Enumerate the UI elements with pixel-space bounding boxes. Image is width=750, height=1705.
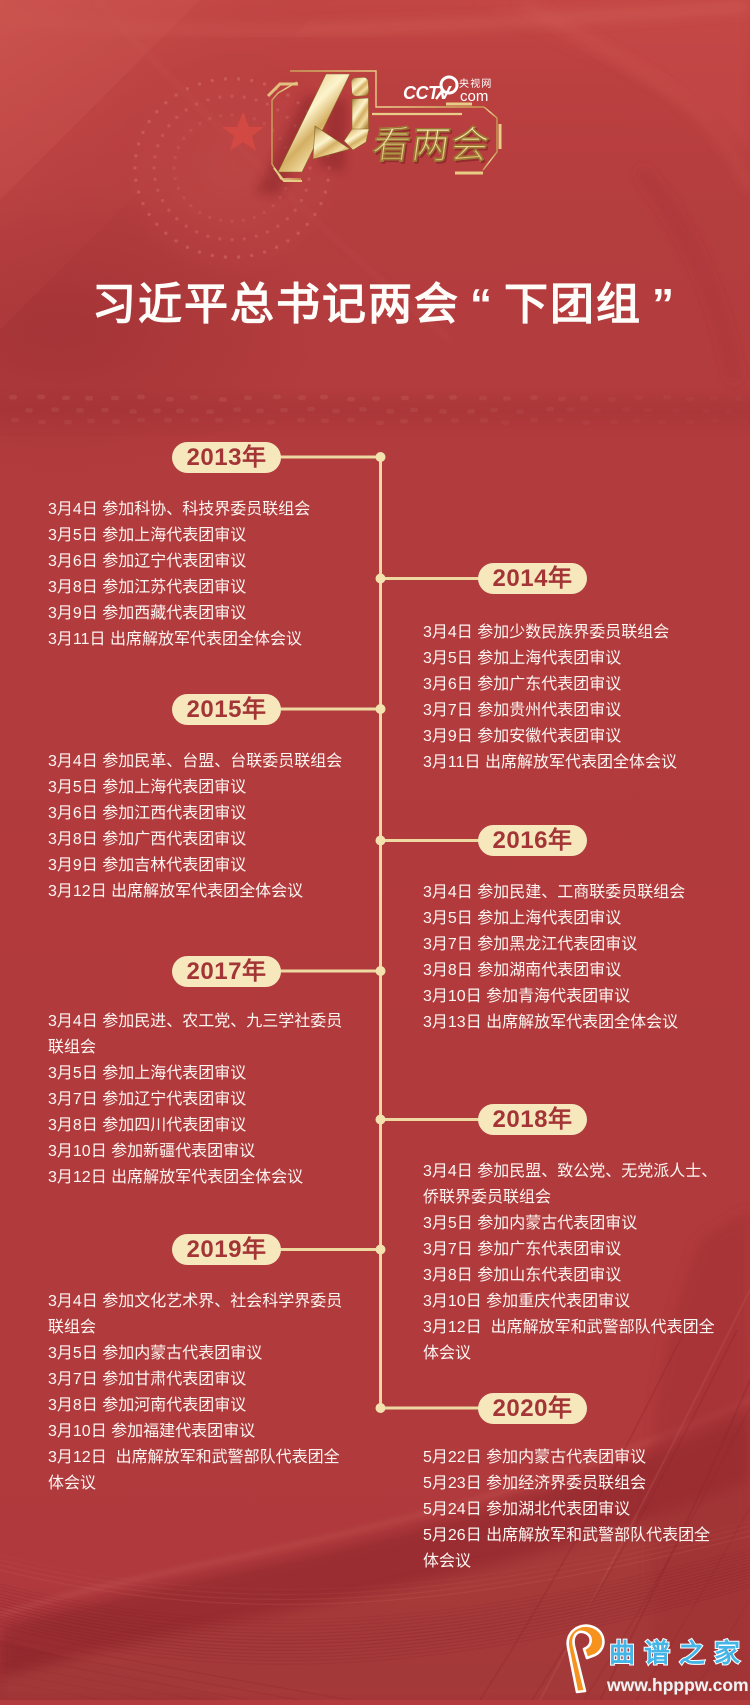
- svg-text:www.hpppw.com: www.hpppw.com: [606, 1675, 749, 1695]
- svg-text:看两会: 看两会: [370, 124, 493, 167]
- svg-text:曲谱之家: 曲谱之家: [609, 1638, 749, 1668]
- svg-text:看两会: 看两会: [371, 126, 494, 169]
- svg-text:com: com: [460, 88, 488, 105]
- svg-text:央视网: 央视网: [459, 77, 493, 90]
